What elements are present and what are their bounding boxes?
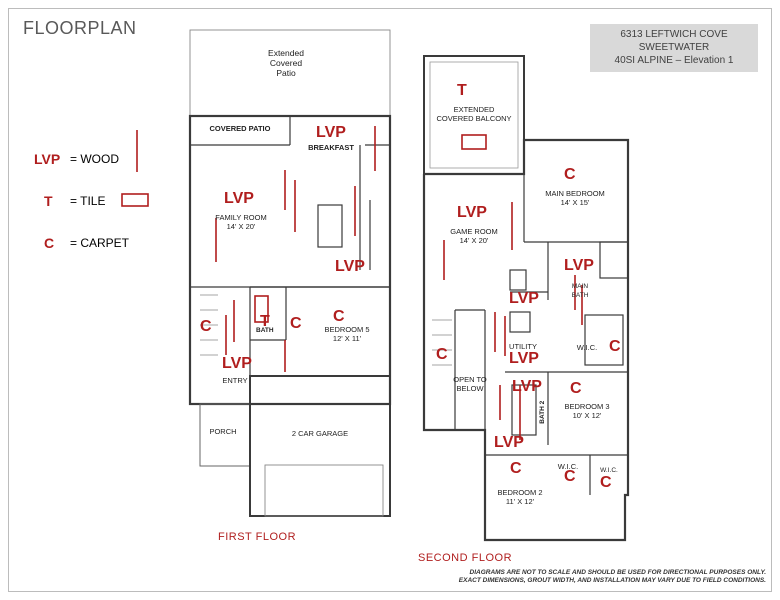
room-utility: UTILITY xyxy=(509,342,537,351)
second-floor-outline xyxy=(422,138,630,542)
main-wic xyxy=(584,314,624,366)
marker-carpet: C xyxy=(290,315,302,332)
legend-carpet-code: C xyxy=(44,235,55,251)
second-floor-caption: SECOND FLOOR xyxy=(418,552,513,564)
room-family-size: 14' X 20' xyxy=(226,221,256,231)
room-bedroom5-name: BEDROOM 5 xyxy=(324,325,370,334)
marker-lvp: LVP xyxy=(509,350,539,367)
marker-carpet: C xyxy=(200,318,212,335)
room-main-bedroom-size: 14' X 15' xyxy=(560,197,590,207)
room-breakfast: BREAKFAST xyxy=(308,143,354,152)
room-game-size: 14' X 20' xyxy=(459,235,489,245)
legend-tile-symbol xyxy=(121,193,149,207)
marker-carpet: C xyxy=(436,346,448,363)
disclaimer-line2: EXACT DIMENSIONS, GROUT WIDTH, AND INSTA… xyxy=(458,577,766,584)
room-wic-main: W.I.C. xyxy=(576,343,598,352)
room-game-name: GAME ROOM xyxy=(450,227,498,236)
marker-carpet: C xyxy=(510,460,522,477)
garage-outline xyxy=(249,375,391,517)
marker-carpet: C xyxy=(564,468,576,485)
marker-tile: T xyxy=(260,313,270,330)
room-main-bedroom-name: MAIN BEDROOM xyxy=(545,189,605,198)
room-wic-b: W.I.C. xyxy=(600,467,618,474)
legend-lvp-code: LVP xyxy=(34,151,61,167)
room-game: GAME ROOM 14' X 20' xyxy=(442,227,506,245)
marker-carpet: C xyxy=(570,380,582,397)
room-covered-patio: COVERED PATIO xyxy=(209,124,271,133)
marker-tile: T xyxy=(457,82,467,99)
room-entry: ENTRY xyxy=(222,376,248,385)
room-balcony-line1: EXTENDED xyxy=(453,105,495,114)
room-main-bath: MAIN BATH xyxy=(566,283,594,300)
first-floor-walls xyxy=(188,29,392,517)
property-info-box: 6313 LEFTWICH COVE SWEETWATER 40SI ALPIN… xyxy=(590,24,758,72)
info-address: 6313 LEFTWICH COVE xyxy=(620,29,728,40)
marker-carpet: C xyxy=(333,308,345,325)
info-community: SWEETWATER xyxy=(638,42,710,53)
room-family: FAMILY ROOM 14' X 20' xyxy=(206,213,276,231)
marker-lvp: LVP xyxy=(512,378,542,395)
room-bath: BATH xyxy=(256,327,274,334)
page-frame xyxy=(8,8,772,592)
room-extended-patio-line3: Patio xyxy=(276,68,296,78)
legend-tile-code: T xyxy=(44,193,53,209)
garage-door xyxy=(264,464,384,517)
room-bedroom2-name: BEDROOM 2 xyxy=(497,488,543,497)
room-porch: PORCH xyxy=(209,427,237,436)
shower xyxy=(599,241,629,279)
room-extended-patio: Extended Covered Patio xyxy=(250,48,322,78)
room-balcony: EXTENDED COVERED BALCONY xyxy=(436,105,512,123)
room-bedroom5-size: 12' X 11' xyxy=(332,333,362,343)
marker-lvp: LVP xyxy=(316,124,346,141)
marker-lvp: LVP xyxy=(509,290,539,307)
marker-carpet: C xyxy=(564,166,576,183)
room-family-name: FAMILY ROOM xyxy=(215,213,267,222)
marker-lvp: LVP xyxy=(457,204,487,221)
legend-lvp-text: = WOOD xyxy=(70,152,120,166)
marker-carpet: C xyxy=(600,474,612,491)
room-bedroom5: BEDROOM 5 12' X 11' xyxy=(312,325,382,343)
marker-lvp: LVP xyxy=(564,257,594,274)
marker-lvp: LVP xyxy=(222,355,252,372)
marker-lvp: LVP xyxy=(494,434,524,451)
flooring-direction-marks xyxy=(215,126,583,440)
info-plan: 40SI ALPINE – Elevation 1 xyxy=(614,55,734,66)
second-floor-walls xyxy=(422,55,630,542)
room-open-below: OPEN TO BELOW xyxy=(450,375,490,393)
legend-tile-text: = TILE xyxy=(70,194,106,208)
room-main-bath-line1: MAIN xyxy=(571,283,589,290)
room-bedroom2-size: 11' X 12' xyxy=(505,496,535,506)
first-floor-caption: FIRST FLOOR xyxy=(218,531,297,543)
page-title: FLOORPLAN xyxy=(23,18,137,38)
room-bedroom2: BEDROOM 2 11' X 12' xyxy=(490,488,550,506)
room-open-below-line2: BELOW xyxy=(456,383,484,393)
room-open-below-line1: OPEN TO xyxy=(453,375,487,384)
room-bedroom3-name: BEDROOM 3 xyxy=(564,402,610,411)
legend-carpet-text: = CARPET xyxy=(70,236,130,250)
marker-lvp: LVP xyxy=(224,190,254,207)
room-extended-patio-line1: Extended xyxy=(268,48,304,58)
kitchen-island xyxy=(317,204,343,248)
room-main-bath-line2: BATH xyxy=(571,291,589,299)
disclaimer-line1: DIAGRAMS ARE NOT TO SCALE AND SHOULD BE … xyxy=(469,569,767,576)
room-garage: 2 CAR GARAGE xyxy=(291,429,349,438)
marker-carpet: C xyxy=(609,338,621,355)
room-main-bedroom: MAIN BEDROOM 14' X 15' xyxy=(535,189,615,207)
room-wic-a: W.I.C. xyxy=(557,462,579,471)
room-bedroom3: BEDROOM 3 10' X 12' xyxy=(557,402,617,420)
marker-lvp: LVP xyxy=(335,258,365,275)
room-bedroom3-size: 10' X 12' xyxy=(572,410,602,420)
room-extended-patio-line2: Covered xyxy=(269,58,303,68)
room-bath2: BATH 2 xyxy=(538,400,546,424)
room-balcony-line2: COVERED BALCONY xyxy=(436,113,512,123)
disclaimer: DIAGRAMS ARE NOT TO SCALE AND SHOULD BE … xyxy=(459,569,766,585)
legend-symbols xyxy=(121,130,149,207)
